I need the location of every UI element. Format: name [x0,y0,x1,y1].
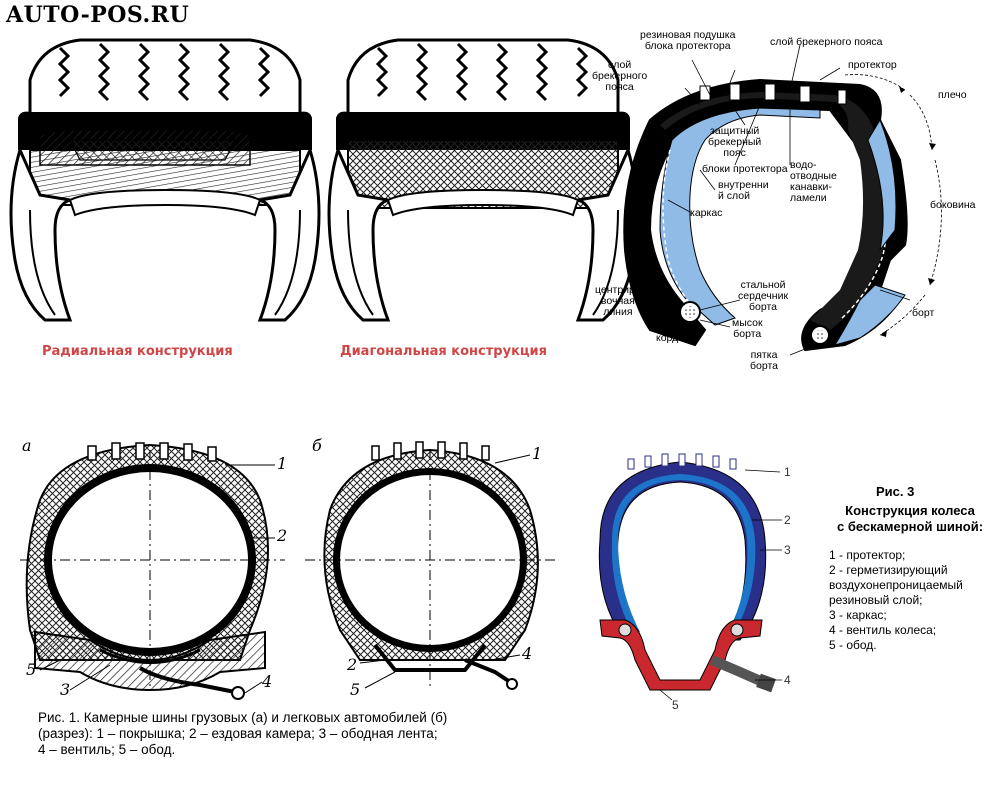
label-bead: борт [912,307,935,319]
fig1-caption: Рис. 1. Камерные шины грузовых (а) и лег… [38,710,448,757]
fig3-number-5: 5 [672,698,679,712]
fig3-tubeless-wheel-drawing [598,453,782,701]
tire-section-drawing [623,44,942,356]
fig1a-number-1: 1 [277,454,288,473]
fig1a-truck-tire-drawing [20,442,285,700]
fig3-legend-line: воздухонепроницаемый [829,578,963,592]
diagonal-tire-drawing [327,38,639,322]
site-logo[interactable]: AUTO-POS.RU [6,2,190,28]
radial-tire-drawing [9,38,321,322]
fig1b-number-5: 5 [350,680,361,699]
label-breaker-layer-top: слой брекерного пояса [770,36,883,48]
fig3-legend-line: резиновый слой; [829,593,923,607]
fig3-number-4: 4 [784,673,791,687]
fig3-legend-line: 4 - вентиль колеса; [829,623,937,637]
label-tread-blocks: блоки протектора [702,163,788,175]
label-tread: протектор [848,59,897,71]
fig1a-number-4: 4 [262,672,273,691]
label-carcass: каркас [690,207,723,219]
label-sidewall: боковина [930,199,976,211]
fig3-legend: 1 - протектор; 2 - герметизирующий возду… [829,548,963,653]
label-breaker-layer-left: слой брекерного пояса [592,59,648,93]
fig1a-number-2: 2 [277,526,288,545]
label-centering-line: центриро вочная линия [595,284,641,318]
fig1b-number-4: 4 [522,644,533,663]
label-bead-heel: пятка борта [750,349,778,372]
fig3-legend-line: 5 - обод. [829,638,877,652]
fig1b-number-2: 2 [347,655,358,674]
fig3-number-2: 2 [784,513,791,527]
fig3-legend-line: 3 - каркас; [829,608,887,622]
fig3-legend-line: 1 - протектор; [829,548,906,562]
label-rubber-cushion: резиновая подушка блока протектора [640,29,736,52]
fig1a-number-5: 5 [26,660,37,679]
label-shoulder: плечо [938,89,967,101]
fig3-subtitle: Конструкция колеса с бескамерной шиной: [837,503,984,534]
fig3-legend-line: 2 - герметизирующий [829,563,948,577]
radial-caption: Радиальная конструкция [42,344,233,359]
fig1a-number-3: 3 [60,680,71,699]
label-steel-core: стальной сердечник борта [738,279,789,313]
label-protective-breaker: защитный брекерный пояс [708,125,762,159]
label-bead-toe: мысок борта [732,317,763,340]
fig3-title: Рис. 3 [876,484,915,499]
label-inner-layer: внутренни й слой [718,179,769,202]
label-cord: корд [656,332,679,344]
diagonal-caption: Диагональная конструкция [340,344,547,359]
fig1-marker-a: а [22,436,32,455]
fig3-number-1: 1 [784,465,791,479]
fig3-number-3: 3 [784,543,791,557]
label-drain-grooves: водо- отводные канавки- ламели [790,159,837,204]
fig1-marker-b: б [312,436,322,455]
fig1b-car-tire-drawing [305,441,555,690]
fig1b-number-1: 1 [532,444,543,463]
